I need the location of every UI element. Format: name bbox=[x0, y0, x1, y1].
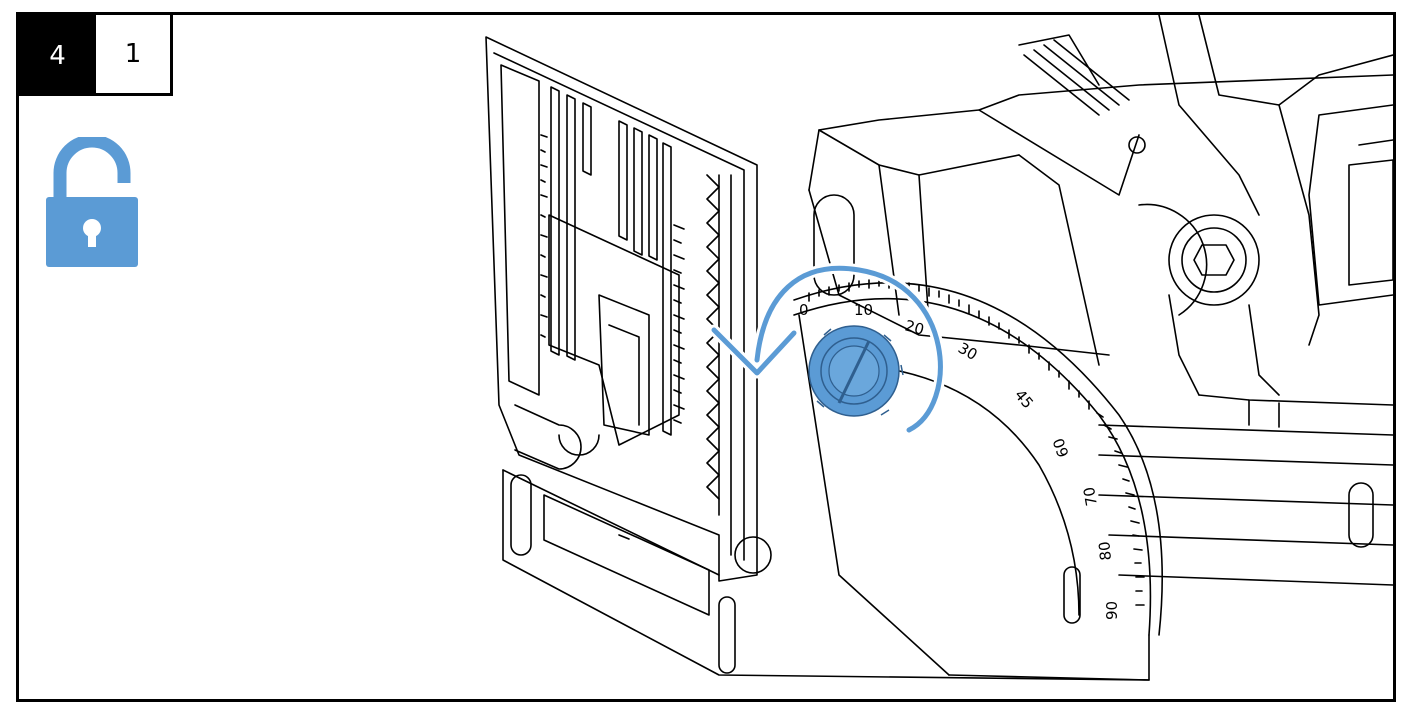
scale-labels: 0 10 20 30 45 60 70 80 90 bbox=[799, 301, 1121, 620]
scale-label: 20 bbox=[903, 316, 926, 338]
scale-label: 60 bbox=[1049, 436, 1072, 460]
motor-housing bbox=[808, 15, 1393, 396]
base-foot bbox=[502, 469, 1150, 681]
fence-plate bbox=[485, 36, 772, 582]
scale-label: 0 bbox=[799, 301, 809, 319]
scale-label: 10 bbox=[854, 301, 873, 319]
rail-base bbox=[1098, 394, 1393, 586]
step-major-number: 4 bbox=[19, 15, 96, 96]
instruction-frame: 0 10 20 30 45 60 70 80 90 4 1 bbox=[16, 12, 1396, 702]
scale-label: 45 bbox=[1011, 386, 1037, 412]
step-number-header: 4 1 bbox=[19, 15, 173, 96]
counterclockwise-arrow-icon bbox=[708, 262, 946, 436]
scale-label: 80 bbox=[1095, 541, 1115, 562]
tool-illustration: 0 10 20 30 45 60 70 80 90 bbox=[485, 15, 1393, 681]
scale-label: 90 bbox=[1103, 601, 1121, 620]
locking-knob[interactable] bbox=[808, 325, 904, 417]
unlock-icon bbox=[46, 137, 138, 267]
scale-label: 70 bbox=[1080, 486, 1101, 508]
scale-label: 30 bbox=[955, 339, 981, 364]
step-minor-number: 1 bbox=[96, 15, 173, 96]
